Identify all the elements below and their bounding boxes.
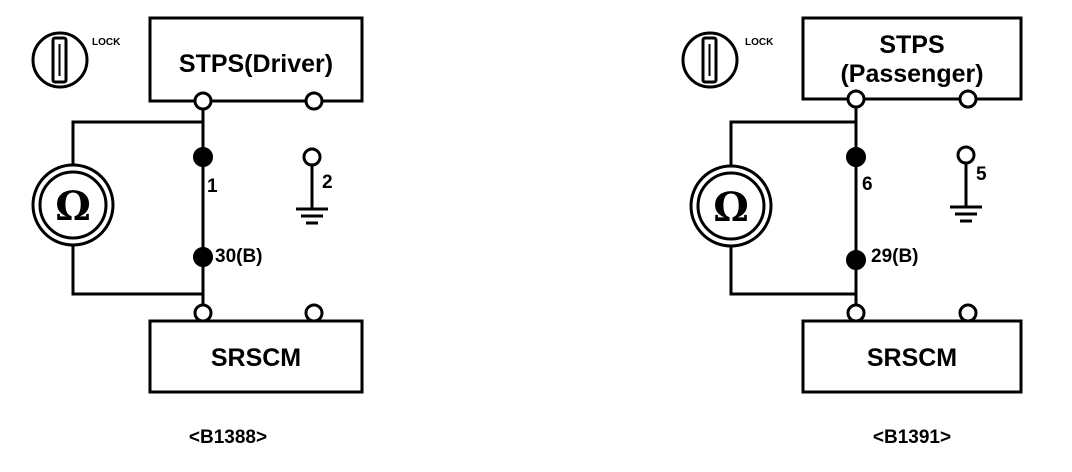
srscm-label: SRSCM [867,344,957,372]
srscm-terminal-2 [304,303,324,323]
stps-terminal-2 [304,91,324,111]
lock-label: LOCK [92,37,121,48]
pin-a-label: 1 [207,176,218,197]
diagram-driver: LOCK STPS(Driver) Ω 1 30(B) 2 [31,16,364,448]
srscm-box: SRSCM [801,319,1023,394]
ignition-lock-icon [681,31,739,89]
pin-b-label: 30(B) [215,246,263,267]
probe-point-pin-b [193,247,213,267]
stps-terminal-1 [193,91,213,111]
lock-label: LOCK [745,37,774,48]
stps-passenger-label-line2: (Passenger) [840,60,983,88]
ground-icon [296,147,328,225]
ohm-symbol: Ω [55,183,91,230]
diagram-code: <B1391> [873,427,951,448]
diagram-code: <B1388> [189,427,267,448]
ohm-symbol: Ω [713,184,749,231]
ground-pin-label: 2 [322,172,333,193]
stps-terminal-2 [958,89,978,109]
srscm-label: SRSCM [211,344,301,372]
diagram-passenger: LOCK STPS (Passenger) Ω 6 29(B) 5 [681,16,1023,448]
srscm-terminal-1 [846,303,866,323]
ohmmeter-icon: Ω [31,163,115,247]
ground-icon [950,145,982,223]
ground-pin-label: 5 [976,164,987,185]
stps-passenger-label-line1: STPS [879,31,944,59]
probe-point-pin-a [193,147,213,167]
probe-point-pin-a [846,147,866,167]
srscm-box: SRSCM [148,319,364,394]
stps-driver-box: STPS(Driver) [148,16,364,103]
ignition-lock-icon [31,31,89,89]
stps-driver-label: STPS(Driver) [179,50,333,78]
pin-b-label: 29(B) [871,246,919,267]
srscm-terminal-1 [193,303,213,323]
stps-terminal-1 [846,89,866,109]
probe-point-pin-b [846,250,866,270]
ohmmeter-icon: Ω [689,164,773,248]
stps-passenger-box: STPS (Passenger) [801,16,1023,101]
pin-a-label: 6 [862,174,873,195]
srscm-terminal-2 [958,303,978,323]
